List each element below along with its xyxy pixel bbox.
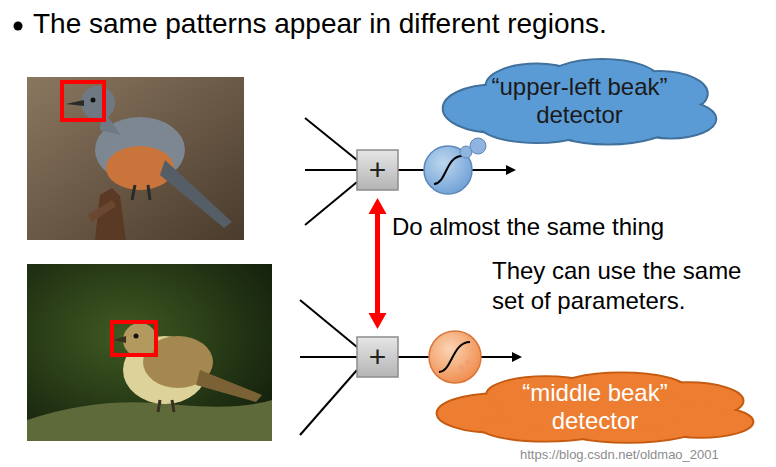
bird-photo [27, 77, 244, 240]
comparison-arrow [369, 198, 387, 329]
watermark: https://blog.csdn.net/oldmao_2001 [520, 447, 719, 463]
detector-cloud: “middle beak” detector [430, 370, 760, 444]
sigmoid-unit [424, 138, 486, 194]
sigmoid-unit [429, 331, 481, 383]
arrow-head [512, 352, 522, 362]
sum-symbol: + [369, 153, 387, 188]
sum-box: + [357, 150, 398, 190]
annotation-text: They can use the same set of parameters. [492, 256, 754, 316]
sum-box: + [357, 337, 398, 377]
bullet-dot [14, 22, 23, 31]
slide-title: The same patterns appear in different re… [33, 8, 607, 40]
detector-cloud: “upper-left beak” detector [437, 56, 722, 146]
sum-box-fill [357, 150, 398, 190]
cloud-text: “middle beak” detector [500, 379, 690, 434]
annotation-text: Do almost the same thing [392, 212, 664, 242]
arrow-head [506, 165, 516, 175]
cloud-text: “upper-left beak” detector [485, 73, 675, 128]
bird-photo [27, 264, 272, 441]
sum-symbol: + [369, 340, 387, 375]
neuron-wiring [300, 118, 514, 435]
sum-box-fill [357, 337, 398, 377]
